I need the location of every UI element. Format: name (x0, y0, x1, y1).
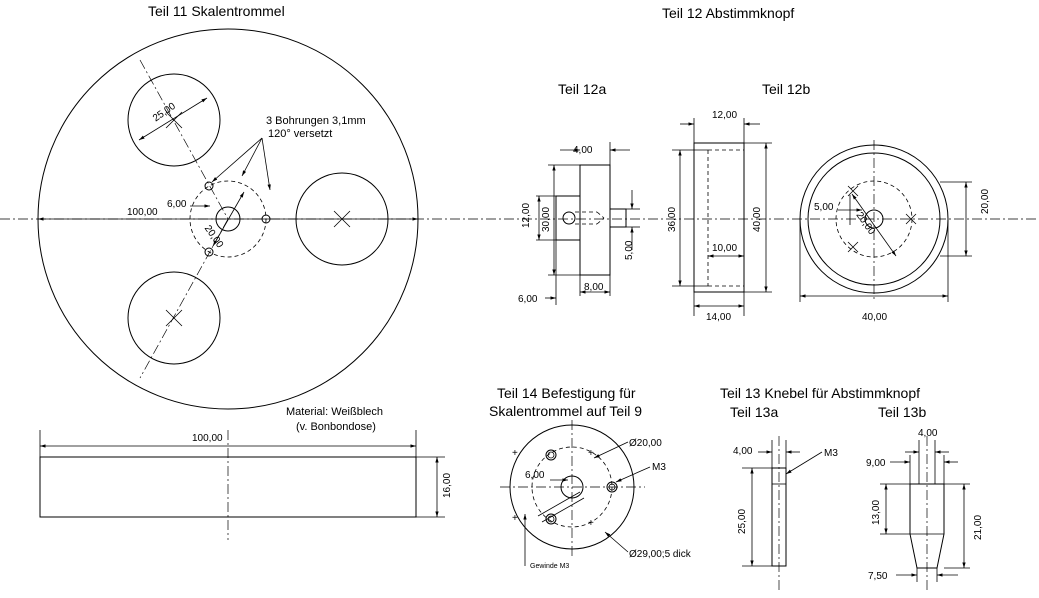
t12c-dim-40: 40,00 (862, 312, 887, 323)
t12a-dim-12: 12,00 (521, 203, 532, 228)
t11-dim-20: 20,00 (202, 223, 226, 250)
t13b-dim-13: 13,00 (871, 500, 882, 525)
t12c-dim-5: 5,00 (814, 202, 834, 213)
t12a-dim-6: 6,00 (518, 294, 538, 305)
t12b-dim-14: 14,00 (706, 312, 731, 323)
teil11-title: Teil 11 Skalentrommel (148, 3, 285, 19)
t11-dim-100: 100,00 (127, 207, 158, 218)
teil13a-view (742, 436, 823, 590)
t12c-dim-20-diag: 20,00 (854, 210, 878, 237)
t12a-hub (555, 195, 581, 241)
teil13b-title: Teil 13b (878, 404, 926, 420)
t14-dim-d20: Ø20,00 (629, 438, 662, 449)
svg-text:+: + (512, 513, 518, 524)
t14-dim-6: 6,00 (525, 470, 545, 481)
gewinde-note: Gewinde M3 (530, 563, 569, 570)
t13b-dim-4: 4,00 (918, 428, 938, 439)
t14-dim-d29: Ø29,00;5 dick (629, 549, 692, 560)
t12b-dim-10: 10,00 (712, 243, 737, 254)
t14-dim-m3: M3 (652, 462, 666, 473)
t11-side-dim-100: 100,00 (192, 433, 223, 444)
teil14-title-1: Teil 14 Befestigung für (497, 385, 636, 401)
t12a-dim-5: 5,00 (624, 240, 635, 260)
t12a-disc (579, 164, 611, 276)
t13a-dim-m3: M3 (824, 448, 838, 459)
t11-dim-6: 6,00 (167, 199, 187, 210)
teil12a-view (536, 142, 640, 305)
teil14-title-2: Skalentrommel auf Teil 9 (489, 403, 642, 419)
bohrungen-note-2: 120° versetzt (268, 128, 332, 140)
material-note-2: (v. Bonbondose) (296, 421, 376, 433)
t13a-dim-25: 25,00 (737, 509, 748, 534)
t11-side-dim-16: 16,00 (442, 473, 453, 498)
t12c-dim-20: 20,00 (980, 189, 991, 214)
t12b-dim-12: 12,00 (712, 110, 737, 121)
teil11-front-view (37, 28, 419, 410)
teil12b-side-view (672, 118, 772, 316)
upper-hole (127, 73, 221, 167)
teil12b-front-view (799, 140, 972, 302)
t12b-dim-36: 36,00 (667, 207, 678, 232)
teil12-title: Teil 12 Abstimmknopf (662, 5, 794, 21)
svg-text:+: + (512, 448, 518, 459)
t13a-dim-4: 4,00 (733, 446, 753, 457)
t13b-dim-9: 9,00 (866, 458, 886, 469)
svg-text:+: + (588, 448, 594, 459)
teil13a-title: Teil 13a (730, 404, 778, 420)
svg-text:+: + (588, 518, 594, 529)
t12b-dim-40: 40,00 (752, 207, 763, 232)
bohrungen-note-1: 3 Bohrungen 3,1mm (266, 115, 366, 127)
material-note-1: Material: Weißblech (286, 406, 383, 418)
t12a-dim-8: 8,00 (584, 282, 604, 293)
teil12b-title: Teil 12b (762, 81, 810, 97)
t13b-dim-21: 21,00 (973, 515, 984, 540)
t12b-body (693, 142, 745, 293)
teil11-side-view (39, 430, 445, 540)
teil12a-title: Teil 12a (558, 81, 606, 97)
teil13-title: Teil 13 Knebel für Abstimmknopf (720, 385, 920, 401)
teil14-view: + + + + (500, 420, 651, 566)
t12a-dim-4: 4,00 (573, 145, 593, 156)
t12a-shaft (609, 208, 627, 228)
t13b-dim-7: 7,50 (868, 571, 888, 582)
t12a-dim-30: 30,00 (541, 207, 552, 232)
lower-hole (127, 271, 221, 365)
teil13b-view (880, 436, 970, 592)
